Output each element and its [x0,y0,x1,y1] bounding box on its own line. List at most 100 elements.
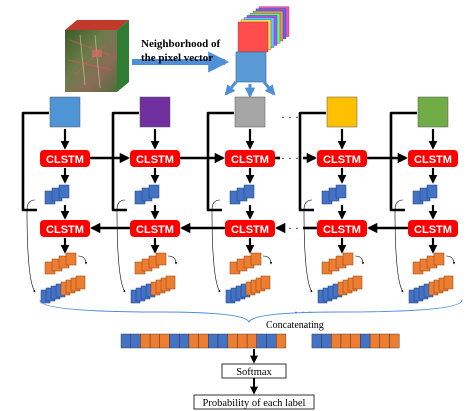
output-label: Probability of each label [203,398,306,409]
feature-map-orange [433,252,445,266]
concat-cell-blue [311,333,322,349]
combined-map-orange [75,275,86,290]
clstm-label: CLSTM [231,154,269,166]
clstm-cell-forward [317,150,367,167]
curved-arrow [167,255,178,265]
cube-slice [237,21,269,53]
bypass-connection [298,111,326,212]
clstm-label: CLSTM [46,224,84,236]
clstm-cell-forward [130,150,180,167]
clstm-label: CLSTM [136,154,174,166]
clstm-label: CLSTM [414,154,452,166]
concatenation-brace [39,299,463,324]
feature-map-orange [65,252,77,266]
clstm-cell-backward [317,220,367,237]
clstm-cell-backward [130,220,180,237]
clstm-label: CLSTM [414,224,452,236]
clstm-label: CLSTM [323,224,361,236]
timestep-column: CLSTM CLSTM [111,96,180,304]
combined-map-orange [165,275,176,290]
curved-arrow [262,255,273,265]
concat-cell-blue [360,333,371,349]
concat-cell-blue [266,333,277,349]
input-pixel-square [139,96,171,128]
bypass-connection [206,111,234,212]
timestep-column: CLSTM CLSTM [21,96,90,304]
concat-cell-orange [369,333,381,349]
concat-cell-orange [276,333,287,349]
fan-out-arrows [224,81,276,99]
skip-curve-arrow [303,199,313,293]
timestep-columns: CLSTMCLSTMCLSTMCLSTMCLSTMCLSTMCLSTMCLSTM… [21,96,458,304]
feature-map-blue [426,184,438,199]
bypass-connection [21,111,49,212]
concat-cell-orange [159,333,170,349]
input-pixel-square [234,96,266,128]
curved-arrow [354,255,365,265]
hyperspectral-image-cube [65,20,129,92]
concat-cell-orange [188,333,199,349]
clstm-cell-forward [408,150,458,167]
skip-curve-arrow [211,199,221,293]
feature-map-blue [243,184,255,199]
concat-cell-blue [178,333,190,349]
concat-cell-orange [140,333,151,349]
clstm-cell-backward [408,220,458,237]
bypass-connection [389,111,417,212]
feature-map-orange [342,252,354,266]
clstm-cell-forward [225,150,275,167]
concat-cell-blue [217,333,228,349]
feature-map-blue [148,184,160,199]
concat-cell-orange [340,333,351,349]
ellipsis-clstm-2: · · · [281,221,299,235]
curved-arrow [77,255,88,265]
clstm-label: CLSTM [136,224,174,236]
softmax-label: Softmax [236,367,272,378]
feature-map-blue [58,184,70,199]
concat-cell-orange [350,333,361,349]
pixel-vector-front [235,51,267,83]
skip-curve-arrow [116,199,126,293]
concat-cell-orange [237,333,248,349]
timestep-column: CLSTM CLSTM [389,96,458,304]
concatenating-label: Concatenating [266,320,324,331]
timestep-column: CLSTM CLSTM [298,96,367,304]
timestep-column: CLSTM CLSTM [206,96,275,304]
skip-curve-arrow [394,199,404,293]
concat-cell-blue [256,333,267,349]
concat-cell-orange [198,333,209,349]
ellipsis-clstm-1: · · · [281,151,299,165]
feature-map-orange [155,252,167,266]
input-pixel-square [417,96,449,128]
concat-cell-blue [130,333,141,349]
input-pixel-square [49,96,81,128]
concat-cell-orange [227,333,238,349]
concat-cell-orange [246,333,258,349]
ellipsis-concat: · · · [294,305,312,319]
feature-map-blue [335,184,347,199]
output-box [193,394,315,410]
neighborhood-caption: Neighborhood of the pixel vector [141,38,223,64]
bypass-connection [111,111,139,212]
neighborhood-caption-line-1: Neighborhood of [141,38,220,50]
combined-map-orange [352,275,363,290]
neighborhood-caption-line-2: the pixel vector [141,52,213,64]
clstm-label: CLSTM [231,224,269,236]
feature-map-orange [250,252,262,266]
concatenated-feature-vector [120,333,400,349]
combined-map-orange [443,275,454,290]
concat-cell-blue [321,333,332,349]
neighborhood-cube [235,6,290,83]
combined-map-orange [260,275,271,290]
concat-cell-blue [169,333,180,349]
clstm-cell-backward [225,220,275,237]
concat-cell-orange [331,333,342,349]
clstm-cell-backward [40,220,90,237]
ellipses: · · · · · · · · · · · · [281,110,312,319]
clstm-label: CLSTM [323,154,361,166]
concat-cell-blue [120,333,131,349]
skip-curve-arrow [26,199,36,293]
clstm-label: CLSTM [46,154,84,166]
concat-cell-orange [149,333,161,349]
